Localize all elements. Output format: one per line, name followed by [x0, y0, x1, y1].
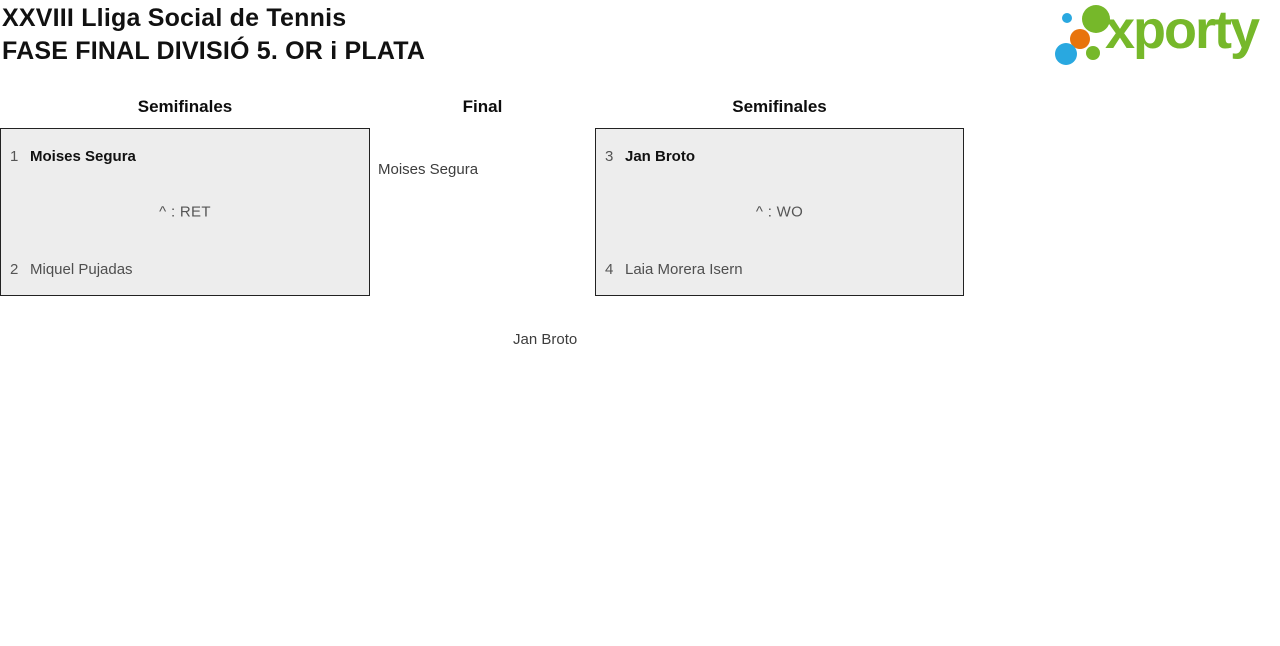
player-row: 3 Jan Broto — [605, 148, 954, 165]
round-header-semifinals-right: Semifinales — [732, 97, 827, 116]
player-name: Laia Morera Isern — [625, 261, 743, 278]
player-seed: 1 — [10, 148, 19, 165]
match-semifinal-2[interactable]: 3 Jan Broto ^ : WO 4 Laia Morera Isern — [595, 128, 964, 296]
title-block: XXVIII Lliga Social de Tennis FASE FINAL… — [2, 2, 425, 68]
player-name: Moises Segura — [30, 148, 136, 165]
match-semifinal-1[interactable]: 1 Moises Segura ^ : RET 2 Miquel Pujadas — [0, 128, 370, 296]
logo-dot-icon — [1070, 29, 1090, 49]
final-slot-bottom: Jan Broto — [513, 331, 578, 348]
logo-dot-icon — [1082, 5, 1110, 33]
tournament-title: XXVIII Lliga Social de Tennis — [2, 4, 347, 32]
player-row: 4 Laia Morera Isern — [605, 261, 954, 278]
player-name: Miquel Pujadas — [30, 261, 133, 278]
phase-title: FASE FINAL DIVISIÓ 5. OR i PLATA — [2, 37, 426, 65]
match-score: ^ : RET — [159, 203, 211, 221]
final-slot-top: Moises Segura — [378, 161, 479, 178]
round-header-final: Final — [462, 97, 503, 116]
match-score: ^ : WO — [755, 203, 804, 221]
player-seed: 4 — [605, 261, 614, 278]
player-row: 1 Moises Segura — [10, 148, 360, 165]
player-seed: 3 — [605, 148, 614, 165]
xporty-logo[interactable]: xporty — [1050, 0, 1274, 68]
player-name: Jan Broto — [625, 148, 696, 165]
player-row: 2 Miquel Pujadas — [10, 261, 360, 278]
player-seed: 2 — [10, 261, 19, 278]
xporty-wordmark: xporty — [1105, 0, 1260, 60]
logo-dot-icon — [1062, 13, 1072, 23]
logo-dot-icon — [1086, 46, 1100, 60]
round-header-semifinals-left: Semifinales — [137, 97, 233, 116]
logo-dot-icon — [1055, 43, 1077, 65]
